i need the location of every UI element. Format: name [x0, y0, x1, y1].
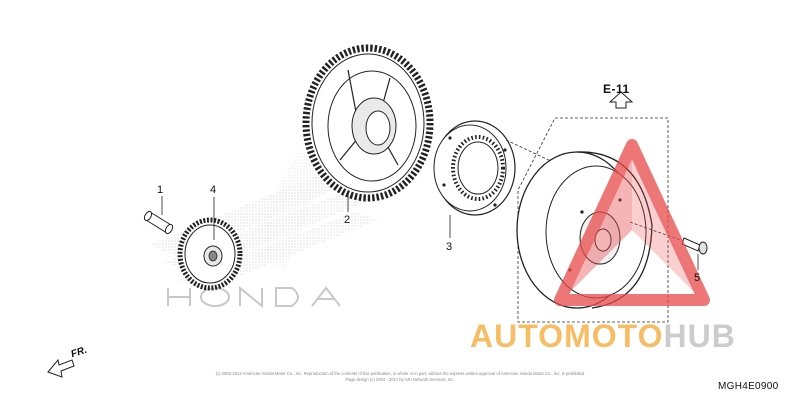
automotohub-watermark: AUTOMOTOHUB — [470, 318, 736, 355]
copyright-line-1: (c) 2003-2013 American Honda Motor Co., … — [215, 371, 585, 376]
callout-4[interactable]: 4 — [210, 184, 217, 196]
idle-shaft-pin — [143, 210, 174, 235]
flywheel-bolt — [681, 237, 708, 255]
honda-wordmark — [167, 285, 341, 309]
one-way-clutch — [433, 120, 516, 216]
idle-gear — [177, 217, 243, 291]
callout-3[interactable]: 3 — [446, 241, 453, 253]
watermark-triangle — [554, 139, 710, 306]
drawing-code: MGH4E0900 — [718, 381, 779, 392]
copyright-line-2: Page design (c) 2004 - 2017 by ARI Netwo… — [345, 377, 455, 382]
driven-gear — [302, 44, 434, 202]
callout-1[interactable]: 1 — [157, 184, 164, 196]
reference-leader — [505, 139, 554, 163]
watermark-part-2: HUB — [663, 318, 736, 354]
callout-5[interactable]: 5 — [694, 272, 701, 284]
copyright-notice: (c) 2003-2013 American Honda Motor Co., … — [210, 371, 590, 383]
front-arrow-icon — [47, 358, 75, 378]
reference-arrow-icon — [608, 91, 634, 109]
callout-2[interactable]: 2 — [344, 214, 351, 226]
reference-box — [517, 117, 669, 323]
watermark-part-1: AUTOMOTO — [470, 318, 664, 354]
section-reference-label[interactable]: E-11 — [603, 82, 630, 96]
